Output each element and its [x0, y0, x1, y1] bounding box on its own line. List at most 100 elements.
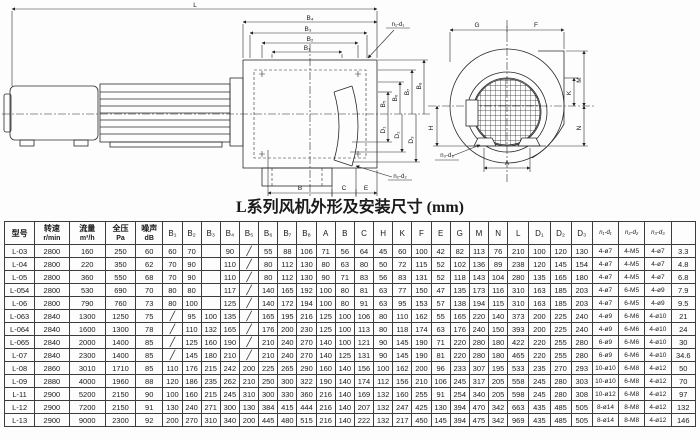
- table-cell: 172: [277, 296, 298, 310]
- table-cell: 300: [277, 374, 298, 388]
- table-cell: 342: [487, 400, 509, 414]
- model-cell: L-12: [3, 400, 36, 414]
- table-cell: 1400: [104, 335, 137, 349]
- table-cell: 73: [135, 296, 164, 310]
- table-cell: 1400: [104, 348, 137, 362]
- table-cell: [200, 270, 221, 284]
- table-cell: 240: [468, 322, 490, 336]
- table-cell: 5200: [68, 387, 106, 401]
- dim-label-B6: B₆: [392, 94, 399, 101]
- table-cell: 194: [296, 296, 317, 310]
- table-cell: 180: [487, 335, 509, 349]
- table-cell: 2840: [34, 335, 70, 349]
- table-cell: 280: [468, 348, 490, 362]
- table-cell: 55: [430, 309, 451, 323]
- dim-label-B7: B₇: [404, 89, 411, 96]
- table-cell: 71: [430, 335, 451, 349]
- table-cell: 85: [135, 361, 164, 375]
- column-header: B: [334, 221, 355, 245]
- table-cell: 790: [68, 296, 106, 310]
- table-cell: 153: [411, 296, 432, 310]
- table-cell: 4-M5: [618, 244, 646, 258]
- table-cell: 118: [392, 322, 413, 336]
- table-cell: 233: [449, 361, 470, 375]
- table-cell: 373: [507, 309, 530, 323]
- table-cell: 163: [528, 296, 551, 310]
- column-header: B₁: [162, 221, 183, 245]
- table-cell: 146: [670, 413, 696, 427]
- table-cell: 186: [181, 374, 202, 388]
- table-cell: 52: [430, 257, 451, 271]
- inlet-grille: [473, 78, 541, 146]
- table-cell: 425: [411, 400, 432, 414]
- table-cell: 2000: [68, 335, 106, 349]
- table-cell: 9000: [68, 413, 106, 427]
- model-cell: L-07: [3, 348, 36, 362]
- model-cell: L-063: [3, 309, 36, 323]
- table-cell: 70: [162, 270, 183, 284]
- table-cell: 308: [570, 387, 593, 401]
- table-cell: 4-ø9: [644, 283, 672, 297]
- table-cell: 132: [373, 400, 394, 414]
- table-cell: 100: [315, 296, 336, 310]
- table-cell: 2880: [34, 374, 70, 388]
- table-cell: 52: [430, 270, 451, 284]
- table-cell: 63: [373, 296, 394, 310]
- table-cell: 475: [468, 413, 490, 427]
- table-cell: 415: [277, 400, 298, 414]
- table-cell: 280: [549, 387, 572, 401]
- table-cell: 4-ø7: [591, 244, 620, 258]
- table-cell: 247: [392, 400, 413, 414]
- table-cell: 3.3: [670, 244, 696, 258]
- table-cell: 180: [200, 348, 221, 362]
- table-cell: ╱: [162, 348, 183, 362]
- table-cell: 2300: [68, 348, 106, 362]
- table-cell: 1710: [104, 361, 137, 375]
- table-cell: 140: [334, 413, 355, 427]
- table-cell: 4-ø9: [591, 309, 620, 323]
- table-cell: 165: [277, 283, 298, 297]
- column-header: n₃-d₃: [644, 221, 672, 245]
- table-cell: 340: [468, 387, 490, 401]
- table-cell: 80: [181, 283, 202, 297]
- mounting-feet: [473, 137, 541, 147]
- table-cell: 480: [277, 413, 298, 427]
- table-cell: 4-ø9: [591, 322, 620, 336]
- table-cell: 112: [373, 374, 394, 388]
- table-cell: 4-ø7: [591, 296, 620, 310]
- inlet-bell: [333, 85, 359, 167]
- table-cell: 121: [353, 335, 375, 349]
- table-cell: 192: [296, 283, 317, 297]
- table-cell: 217: [392, 413, 413, 427]
- table-cell: 450: [411, 413, 432, 427]
- dim-label-C: C: [342, 185, 347, 192]
- table-cell: 245: [449, 374, 470, 388]
- table-cell: 185: [549, 296, 572, 310]
- column-header: A: [315, 221, 336, 245]
- table-cell: 384: [258, 400, 279, 414]
- table-cell: [200, 283, 221, 297]
- table-cell: 7.9: [670, 283, 696, 297]
- table-cell: 115: [487, 296, 509, 310]
- table-cell: 435: [528, 413, 551, 427]
- table-cell: 4-ø10: [644, 309, 672, 323]
- table-cell: 1300: [104, 322, 137, 336]
- table-cell: 162: [392, 361, 413, 375]
- table-cell: 156: [353, 361, 375, 375]
- table-cell: 180: [570, 270, 593, 284]
- table-cell: 130: [238, 400, 260, 414]
- column-header: B₇: [277, 221, 298, 245]
- table-cell: 140: [487, 309, 509, 323]
- table-cell: 90: [181, 270, 202, 284]
- table-cell: 132: [373, 413, 394, 427]
- column-header: B₈: [296, 221, 317, 245]
- table-cell: 220: [449, 348, 470, 362]
- table-cell: 80: [315, 257, 336, 271]
- table-cell: 42: [430, 244, 451, 258]
- table-cell: 307: [468, 361, 490, 375]
- table-cell: 63: [430, 322, 451, 336]
